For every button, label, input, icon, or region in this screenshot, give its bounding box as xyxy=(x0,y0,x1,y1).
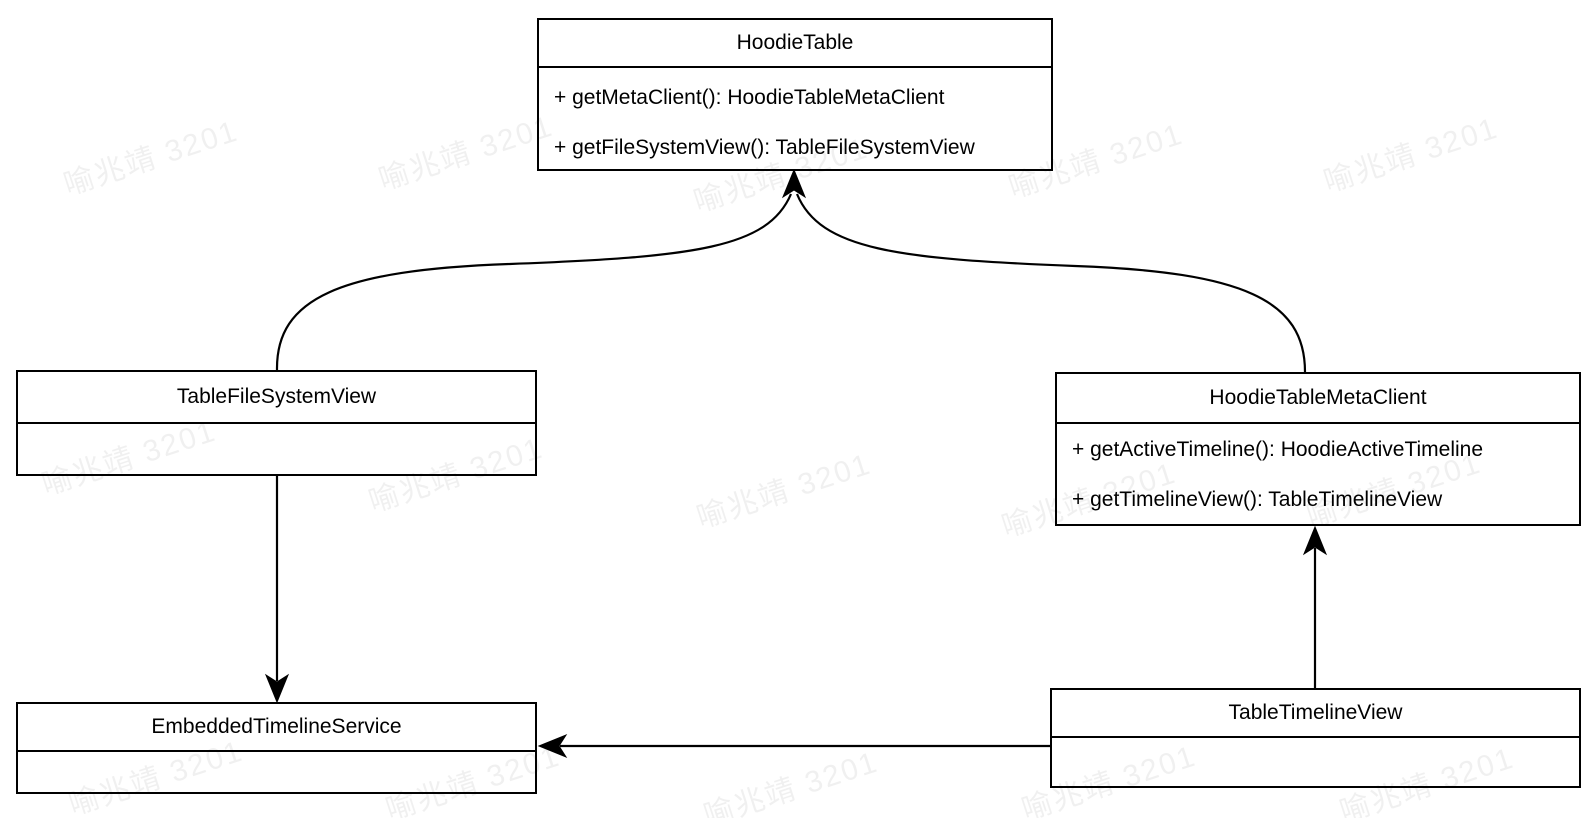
watermark-text: 喻兆靖 3201 xyxy=(59,114,243,202)
method-getactivetimeline: + getActiveTimeline(): HoodieActiveTimel… xyxy=(1072,438,1484,461)
class-name-hoodietable: HoodieTable xyxy=(539,20,1051,68)
edge-tablefilesystemview-to-embeddedtimelineservice xyxy=(264,476,290,704)
method-getfilesystemview: + getFileSystemView(): TableFileSystemVi… xyxy=(554,136,975,159)
class-box-tablefilesystemview: TableFileSystemView xyxy=(16,370,537,476)
method-getmetaclient: + getMetaClient(): HoodieTableMetaClient xyxy=(554,86,945,109)
class-body-empty-tablefilesystemview xyxy=(18,424,535,474)
edge-hoodietablemetaclient-to-hoodietable xyxy=(795,193,1307,373)
class-box-embeddedtimelineservice: EmbeddedTimelineService xyxy=(16,702,537,794)
class-methods-hoodietable: + getMetaClient(): HoodieTableMetaClient… xyxy=(539,68,1051,173)
arrowhead-up-hoodietable-icon xyxy=(781,168,807,199)
method-gettimelineview: + getTimelineView(): TableTimelineView xyxy=(1072,488,1443,511)
watermark-text: 喻兆靖 3201 xyxy=(692,447,876,535)
class-box-hoodietablemetaclient: HoodieTableMetaClient + getActiveTimelin… xyxy=(1055,372,1581,526)
class-name-embeddedtimelineservice: EmbeddedTimelineService xyxy=(18,704,535,752)
class-name-tabletimelineview: TableTimelineView xyxy=(1052,690,1579,738)
edge-curve-left xyxy=(275,193,793,371)
watermark-text: 喻兆靖 3201 xyxy=(1319,111,1503,199)
arrowhead-down-icon xyxy=(264,673,290,704)
class-box-tabletimelineview: TableTimelineView xyxy=(1050,688,1581,788)
watermark-text: 喻兆靖 3201 xyxy=(699,745,883,818)
edge-tablefilesystemview-to-hoodietable xyxy=(275,193,793,371)
class-name-hoodietablemetaclient: HoodieTableMetaClient xyxy=(1057,374,1579,424)
arrowhead-left-icon xyxy=(537,733,568,759)
edge-tabletimelineview-to-embeddedtimelineservice xyxy=(537,733,1050,759)
watermark-text: 喻兆靖 3201 xyxy=(374,109,558,197)
edge-curve-right xyxy=(795,193,1307,373)
class-name-tablefilesystemview: TableFileSystemView xyxy=(18,372,535,424)
edge-tabletimelineview-to-hoodietablemetaclient xyxy=(1302,525,1328,688)
class-body-empty-tabletimelineview xyxy=(1052,738,1579,786)
class-body-empty-embeddedtimelineservice xyxy=(18,752,535,792)
arrowhead-up-metaclient-icon xyxy=(1302,525,1328,556)
class-methods-hoodietablemetaclient: + getActiveTimeline(): HoodieActiveTimel… xyxy=(1057,424,1579,525)
class-box-hoodietable: HoodieTable + getMetaClient(): HoodieTab… xyxy=(537,18,1053,171)
